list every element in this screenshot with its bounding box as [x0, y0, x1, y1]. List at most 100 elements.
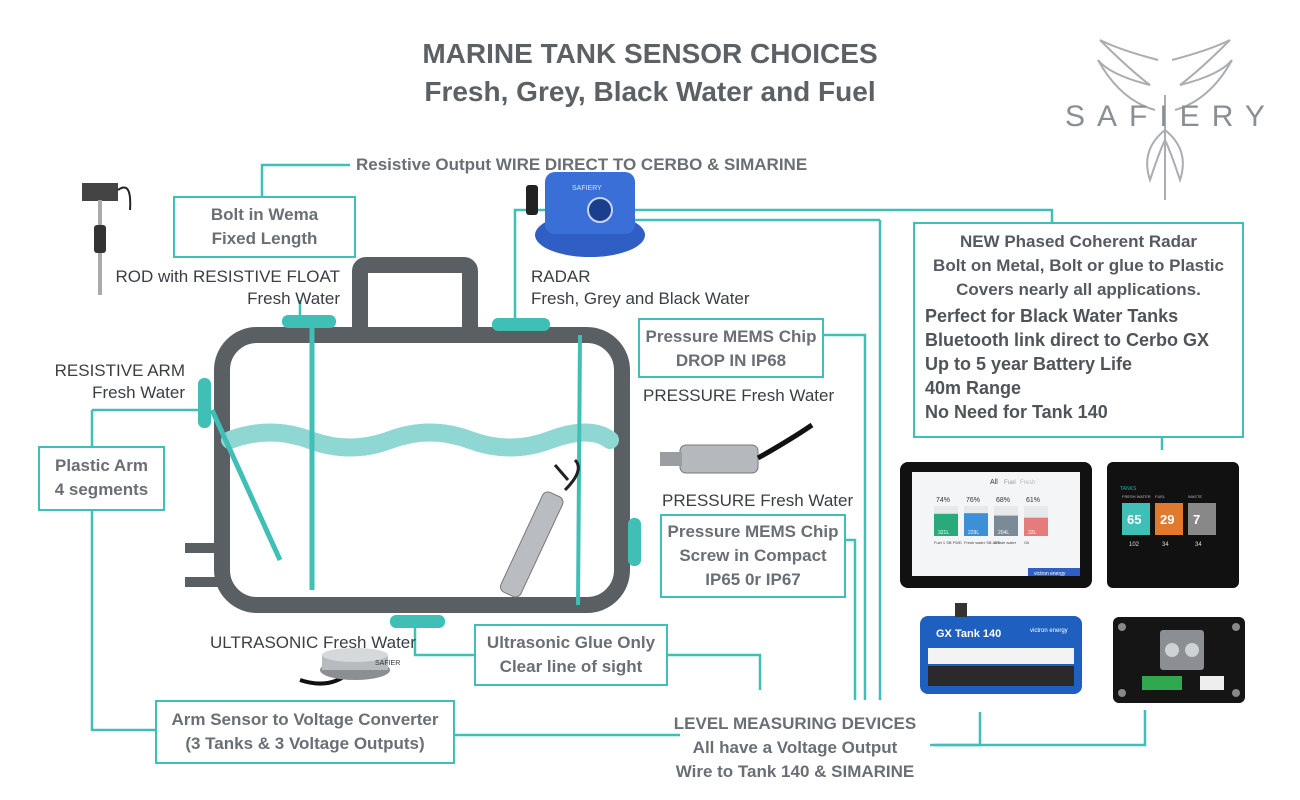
ultrasonic-brand-text: SAFIER — [375, 660, 400, 667]
level-devices-label: LEVEL MEASURING DEVICES All have a Volta… — [650, 712, 940, 784]
tank-handle — [352, 257, 478, 343]
level-label-line-1: LEVEL MEASURING DEVICES — [673, 714, 917, 733]
mems-dropin-box: Pressure MEMS Chip DROP IN IP68 — [638, 318, 824, 378]
radar-info-box: NEW Phased Coherent Radar Bolt on Metal,… — [913, 222, 1244, 438]
simarine-tile — [1155, 503, 1183, 535]
radar-mount — [492, 318, 550, 331]
cerbo-tank-fill — [1024, 517, 1048, 536]
pressure-sensor-icon — [660, 422, 814, 474]
cerbo-tank-name: Fuel 1 SB FWD — [934, 540, 962, 545]
cerbo-tank-name: Waste water — [994, 540, 1017, 545]
wema-line-1: Bolt in Wema — [210, 205, 319, 224]
radar-sensor-icon: SAFIERY — [526, 172, 645, 257]
pressure-mount — [628, 518, 641, 566]
arm-label-line-1: RESISTIVE ARM — [54, 361, 185, 380]
simarine-sub: 102 — [1129, 542, 1140, 548]
cerbo-tank-volume: 32L — [1028, 530, 1037, 536]
cerbo-tank-tiles: 74% 321L Fuel 1 SB FWD 76% 229L Fresh water S… — [934, 497, 1048, 545]
arm-mount — [198, 378, 211, 428]
tank140-name: GX Tank 140 — [936, 628, 1001, 640]
cerbo-tank-pct: 68% — [996, 497, 1010, 504]
mems-dropin-line-2: DROP IN IP68 — [675, 351, 787, 370]
tank-drawing — [185, 257, 641, 628]
plastic-arm-line-1: Plastic Arm — [55, 456, 148, 475]
simarine-sub: 34 — [1162, 542, 1169, 548]
cerbo-display: All Fuel Fresh 74% 321L Fuel 1 SB FWD 76% 22… — [900, 462, 1092, 588]
brand-logo-text: SAFIERY — [1065, 100, 1277, 133]
ultrasonic-glue-box: Ultrasonic Glue Only Clear line of sight — [474, 624, 668, 686]
arm-label-line-2: Fresh Water — [92, 383, 185, 402]
mems-dropin-line-1: Pressure MEMS Chip — [645, 327, 817, 346]
wema-box: Bolt in Wema Fixed Length — [173, 196, 356, 258]
ultra-glue-line-2: Clear line of sight — [499, 657, 643, 676]
radar-label-line-2: Fresh, Grey and Black Water — [531, 289, 750, 308]
tank-body — [214, 327, 630, 613]
radar-label-line-1: RADAR — [531, 267, 591, 286]
radar-info-item-5: No Need for Tank 140 — [925, 402, 1108, 422]
simarine-tank-tiles: FRESH WATER 65 102 FUEL 29 34 WASTE 7 34 — [1122, 494, 1216, 548]
radar-info-list: Perfect for Black Water Tanks Bluetooth … — [915, 304, 1242, 424]
rod-sensor-icon — [82, 183, 132, 295]
simarine-col-label: FUEL — [1155, 494, 1166, 499]
simarine-value: 7 — [1193, 512, 1200, 527]
cerbo-tank-name: Fresh water SB AFT — [964, 540, 1001, 545]
page-subtitle: Fresh, Grey, Black Water and Fuel — [424, 76, 876, 107]
pressure-label-2: PRESSURE Fresh Water — [662, 491, 854, 510]
rod-label-line-2: Fresh Water — [247, 289, 340, 308]
pressure-label-1: PRESSURE Fresh Water — [643, 386, 835, 405]
plastic-arm-line-2: 4 segments — [54, 480, 149, 499]
voltage-converter-device — [1113, 617, 1245, 703]
simarine-value: 65 — [1127, 512, 1141, 527]
simarine-col-label: WASTE — [1188, 494, 1202, 499]
radar-info-item-3: Up to 5 year Battery Life — [925, 354, 1133, 374]
cerbo-tank-volume: 229L — [968, 530, 979, 536]
arm-converter-line-2: (3 Tanks & 3 Voltage Outputs) — [185, 734, 425, 753]
radar-info-line-1: NEW Phased Coherent Radar — [959, 232, 1198, 251]
level-label-line-2: All have a Voltage Output — [692, 738, 898, 757]
ultrasonic-mount — [390, 615, 445, 628]
simarine-tile — [1122, 503, 1150, 535]
cerbo-tank-pct: 76% — [966, 497, 980, 504]
simarine-sub: 34 — [1195, 542, 1202, 548]
simarine-value: 29 — [1160, 512, 1174, 527]
cerbo-tank-name: Oil — [1024, 540, 1029, 545]
ultrasonic-label: ULTRASONIC Fresh Water — [210, 633, 416, 652]
rod-label: ROD with RESISTIVE FLOAT Fresh Water — [100, 266, 340, 310]
phoenix-logo-icon — [1097, 39, 1233, 200]
cerbo-tank-volume: 204L — [998, 530, 1009, 536]
ultrasonic-sensor-icon: SAFIER — [299, 648, 400, 686]
radar-label: RADAR Fresh, Grey and Black Water — [531, 266, 750, 310]
mems-screw-line-1: Pressure MEMS Chip — [667, 522, 839, 541]
page-title: MARINE TANK SENSOR CHOICES — [422, 38, 878, 69]
cerbo-tank-fill — [964, 513, 988, 536]
wema-line-2: Fixed Length — [211, 229, 318, 248]
level-label-line-3: Wire to Tank 140 & SIMARINE — [675, 762, 915, 781]
cerbo-tab-all: All — [990, 479, 998, 486]
cerbo-tank-volume: 321L — [938, 530, 949, 536]
dropin-probe-icon — [499, 491, 564, 598]
simarine-display: TANKS FRESH WATER 65 102 FUEL 29 34 WASTE 7 34 — [1107, 462, 1239, 588]
cerbo-tank-fill — [934, 513, 958, 536]
arm-converter-line-1: Arm Sensor to Voltage Converter — [171, 710, 439, 729]
arm-sensor-line — [209, 408, 283, 562]
arm-label: RESISTIVE ARM Fresh Water — [40, 360, 185, 404]
simarine-header: TANKS — [1120, 486, 1137, 492]
cerbo-tab-fuel: Fuel — [1004, 480, 1016, 486]
simarine-tile — [1188, 503, 1216, 535]
cerbo-tank-fill — [994, 515, 1018, 536]
radar-brand-text: SAFIERY — [572, 185, 602, 192]
arm-converter-box: Arm Sensor to Voltage Converter (3 Tanks… — [155, 700, 455, 764]
cerbo-tank-pct: 74% — [936, 497, 950, 504]
radar-info-item-1: Perfect for Black Water Tanks — [925, 306, 1179, 326]
radar-info-item-4: 40m Range — [925, 378, 1022, 398]
radar-info-item-2: Bluetooth link direct to Cerbo GX — [925, 330, 1210, 350]
cerbo-tab-fresh: Fresh — [1020, 480, 1035, 486]
radar-info-line-2: Bolt on Metal, Bolt or glue to Plastic — [933, 256, 1224, 275]
gx-tank-140-device: GX Tank 140 victron energy — [920, 603, 1082, 694]
simarine-col-label: FRESH WATER — [1122, 494, 1151, 499]
water-wave — [221, 423, 619, 457]
cerbo-tank-pct: 61% — [1026, 497, 1040, 504]
top-line-label: Resistive Output WIRE DIRECT TO CERBO & … — [356, 155, 808, 174]
rod-label-line-1: ROD with RESISTIVE FLOAT — [115, 267, 340, 286]
